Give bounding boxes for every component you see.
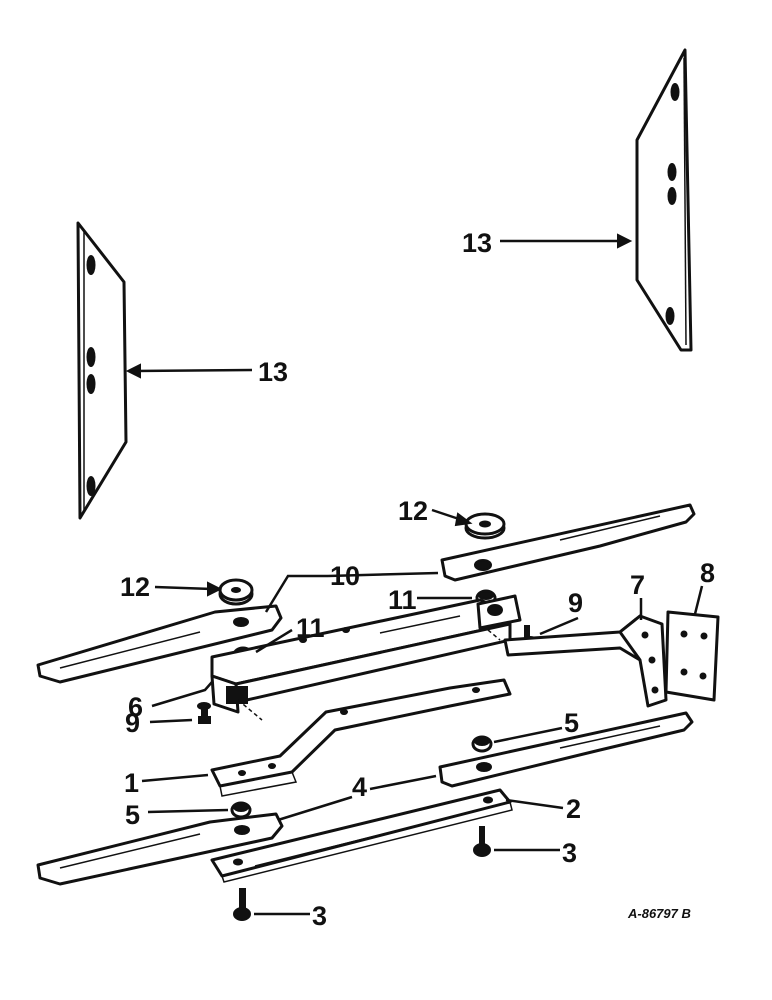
callout-3-bottom: 3 (312, 901, 327, 931)
callout-7: 7 (630, 570, 645, 600)
callout-2: 2 (566, 794, 581, 824)
part-13-right-plate (635, 48, 693, 352)
callout-8: 8 (700, 558, 715, 588)
callout-11-right: 11 (388, 585, 417, 615)
part-1-offset-bar (210, 678, 512, 797)
callout-6: 6 (128, 692, 143, 722)
part-10-upper-left-blade (36, 604, 283, 684)
callout-5-right: 5 (564, 708, 579, 738)
callout-12-left: 12 (120, 572, 150, 602)
callout-13-right: 13 (462, 228, 492, 258)
callout-10: 10 (330, 561, 360, 591)
callout-9-left: 9 (125, 708, 140, 738)
part-2-flat-bar (210, 788, 513, 883)
callout-9-right: 9 (568, 588, 583, 618)
leader-lines (125, 233, 704, 916)
callout-1: 1 (124, 768, 139, 798)
part-8-plate (664, 610, 720, 702)
drawing-reference: A-86797 B (627, 906, 691, 921)
part-3-bottom-bolt (233, 888, 251, 921)
part-5-left-spacer (230, 801, 252, 819)
part-12-right-washer (464, 512, 506, 540)
part-12-left-washer (218, 578, 254, 606)
callout-3-right: 3 (562, 838, 577, 868)
part-5-right-spacer (471, 735, 493, 753)
part-13-left-plate (76, 221, 128, 520)
part-4-lower-left-blade (36, 812, 284, 886)
callout-12-right: 12 (398, 496, 428, 526)
part-4-lower-right-blade (438, 711, 694, 788)
part-6-blade-carrier-bar (210, 594, 522, 721)
part-3-right-bolt (473, 826, 491, 857)
part-9-left-bolt (197, 702, 211, 724)
part-10-upper-right-blade (440, 503, 696, 582)
callout-11-left: 11 (296, 613, 325, 643)
callout-5-left: 5 (125, 800, 140, 830)
callout-13-left: 13 (258, 357, 288, 387)
callout-4: 4 (352, 772, 367, 802)
